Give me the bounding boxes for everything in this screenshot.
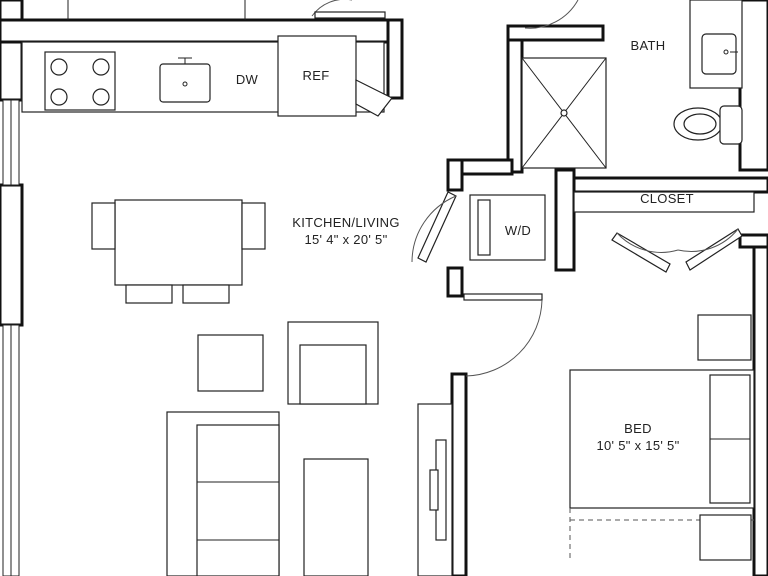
bedroom-label: BED — [624, 421, 652, 436]
burner-icon — [50, 88, 68, 106]
bedroom-furniture — [569, 314, 755, 561]
laundry-label: W/D — [505, 223, 531, 238]
dining-chair — [182, 284, 230, 304]
burner-icon — [92, 88, 110, 106]
burner-icon — [92, 58, 110, 76]
dining-table — [114, 199, 243, 286]
side-table — [197, 334, 264, 392]
bath-fixtures — [673, 0, 743, 145]
coffee-table — [303, 458, 369, 576]
dining-set — [91, 199, 266, 304]
burner-icon — [50, 58, 68, 76]
bedroom-dimensions: 10' 5" x 15' 5" — [596, 438, 679, 453]
refrigerator-label: REF — [303, 68, 330, 83]
exterior-left-wall — [0, 0, 24, 576]
bedroom-walls — [450, 245, 768, 576]
laundry-area — [411, 158, 576, 298]
toilet-tank — [719, 105, 743, 145]
nightstand — [699, 514, 752, 561]
shower — [521, 57, 607, 169]
closet — [572, 176, 768, 273]
dining-chair — [125, 284, 173, 304]
dining-chair — [91, 202, 116, 250]
dishwasher-label: DW — [236, 72, 259, 87]
kitchen-counter — [21, 35, 393, 117]
bath-sink — [701, 33, 737, 75]
nightstand — [697, 314, 752, 361]
bathroom-walls — [450, 0, 768, 176]
shower-drain-icon — [560, 109, 568, 117]
bath-label: BATH — [631, 38, 666, 53]
refrigerator — [277, 35, 357, 117]
kitchen-sink — [159, 63, 211, 103]
kitchen-living-label: KITCHEN/LIVING — [292, 215, 400, 230]
dining-chair — [241, 202, 266, 250]
kitchen-living-dimensions: 15' 4" x 20' 5" — [304, 232, 387, 247]
living-furniture — [166, 321, 453, 576]
closet-label: CLOSET — [640, 191, 694, 206]
